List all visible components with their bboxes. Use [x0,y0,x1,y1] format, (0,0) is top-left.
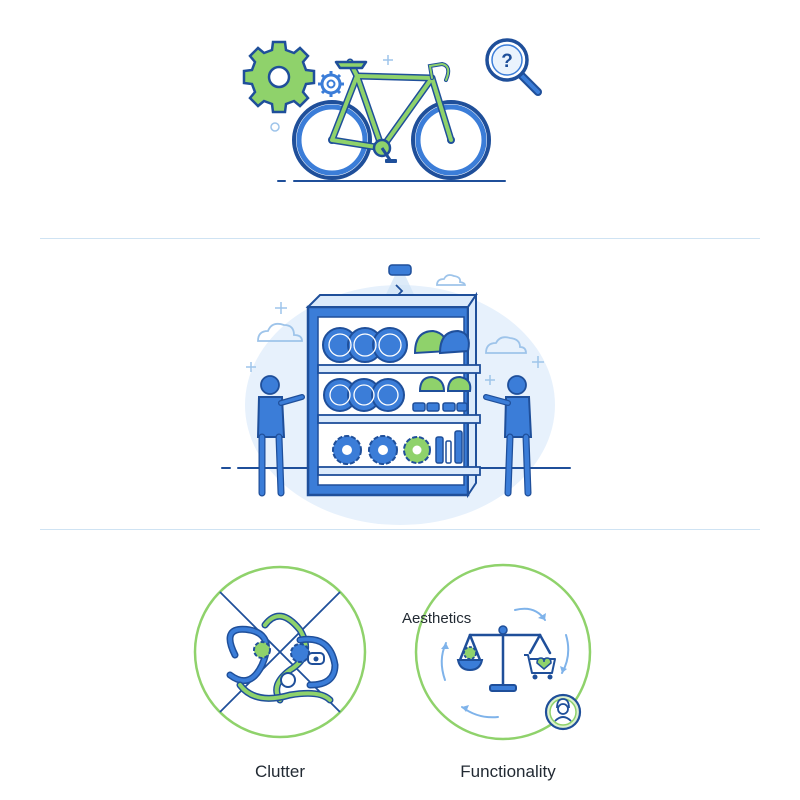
sparkle-icon [246,302,544,385]
clutter-icon [193,565,367,739]
bicycle-icon [292,58,491,180]
question-magnifier-icon: ? [485,38,542,96]
shelf-illustration [221,264,571,525]
display-shelf [305,291,481,499]
balance-icon [414,563,592,741]
customer-avatar-icon [544,693,582,731]
clutter-label: Clutter [254,762,306,781]
helmet-icon [413,329,470,355]
shelf-panel [0,245,800,525]
section-divider [40,529,760,530]
wheel-icon [322,327,408,363]
gear-icon [332,435,431,465]
principles-illustration [193,563,592,741]
svg-text:?: ? [501,51,513,72]
dot-icon [270,122,280,132]
section-divider [40,238,760,239]
functionality-label: Functionality [460,762,556,781]
small-gear-icon [318,71,344,97]
principles-panel: Aesthetics Clutter Functionality [0,535,800,800]
sparkle-icon [383,55,393,65]
aesthetics-label: Aesthetics [402,610,472,627]
large-gear-icon [242,40,316,114]
small-part-icon [412,402,468,412]
bicycle-panel: ? [0,0,800,230]
person-icon [483,375,533,497]
wheel-icon [323,378,405,412]
person-icon [256,375,305,497]
cart-icon [524,654,556,680]
tool-icon [435,430,463,464]
cloud-icon [257,274,527,354]
helmet-icon [418,375,472,392]
bicycle-illustration: ? [242,38,542,182]
